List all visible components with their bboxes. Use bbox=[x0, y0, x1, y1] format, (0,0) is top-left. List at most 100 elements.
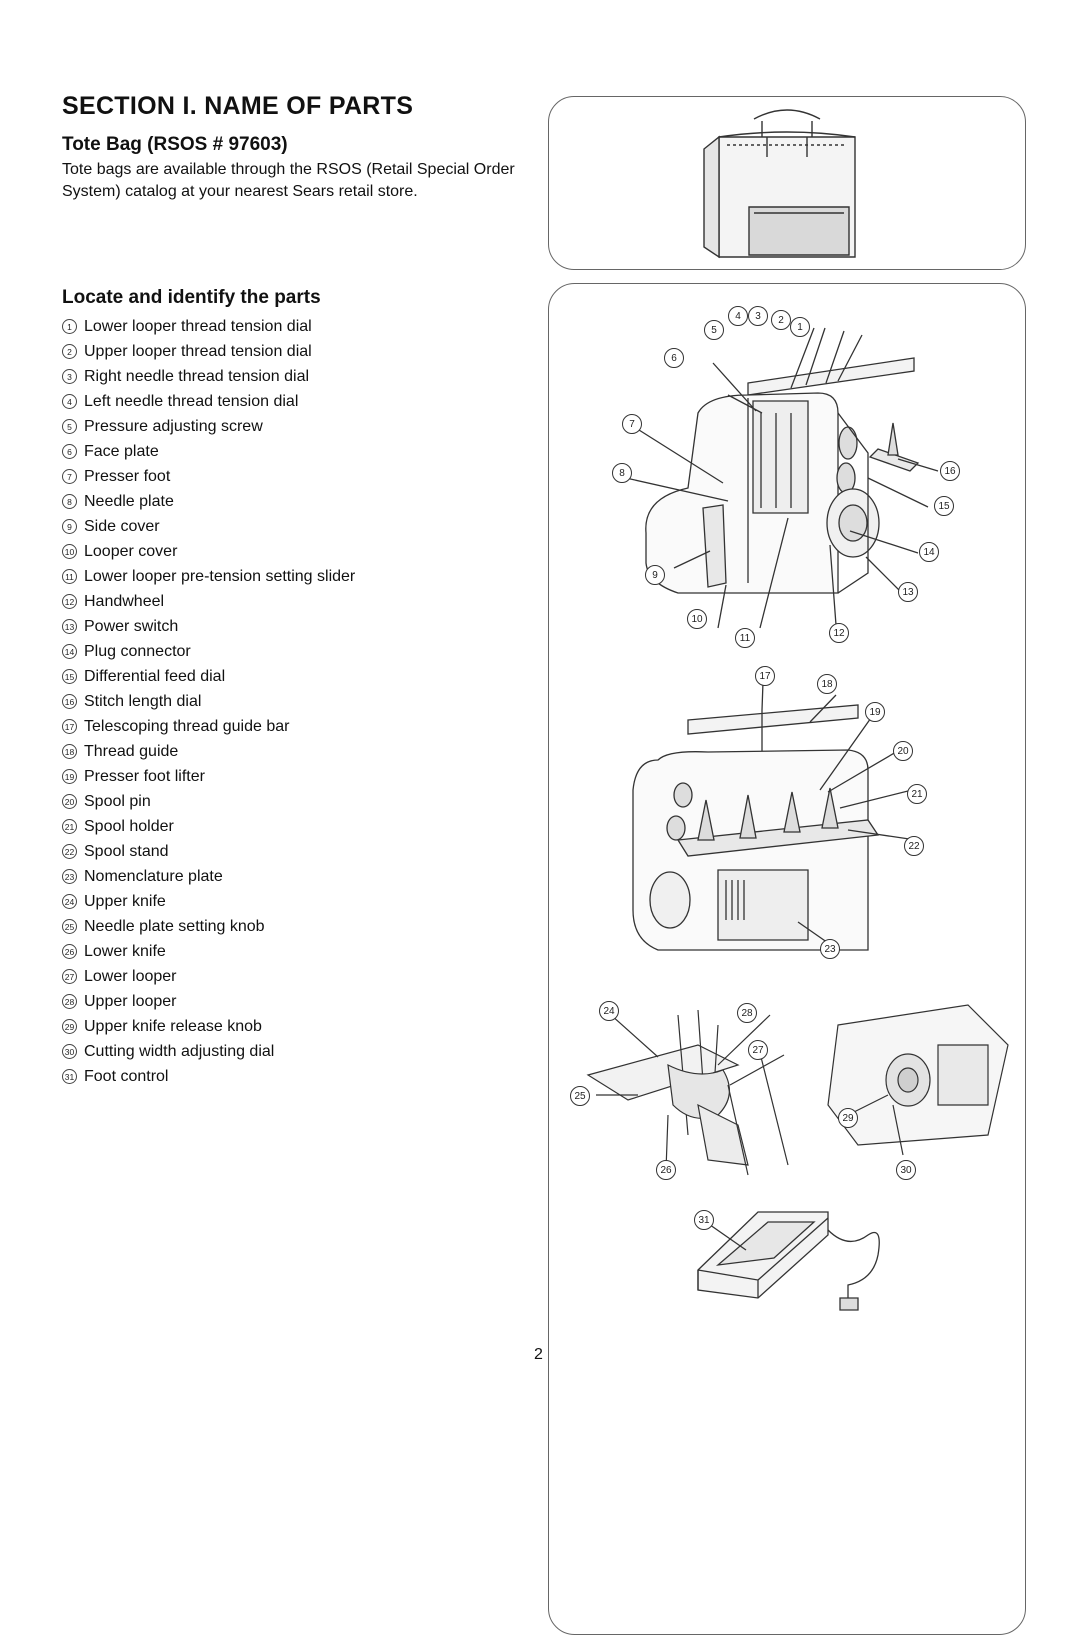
knife-looper-illustration bbox=[586, 1004, 1009, 1176]
callout-13: 13 bbox=[898, 582, 918, 602]
part-item: 7 Presser foot bbox=[62, 464, 355, 489]
callout-6: 6 bbox=[664, 348, 684, 368]
part-label: Presser foot bbox=[84, 468, 171, 485]
part-label: Spool pin bbox=[84, 793, 151, 810]
part-number-badge: 14 bbox=[62, 644, 77, 659]
callout-26: 26 bbox=[656, 1160, 676, 1180]
part-label: Plug connector bbox=[84, 643, 191, 660]
tote-bag-illustration bbox=[703, 109, 856, 259]
tote-bag-heading: Tote Bag (RSOS # 97603) bbox=[62, 134, 288, 155]
part-number-badge: 28 bbox=[62, 994, 77, 1009]
part-label: Left needle thread tension dial bbox=[84, 393, 299, 410]
part-number-badge: 18 bbox=[62, 744, 77, 759]
part-item: 17 Telescoping thread guide bar bbox=[62, 714, 355, 739]
part-label: Cutting width adjusting dial bbox=[84, 1043, 275, 1060]
part-number-badge: 19 bbox=[62, 769, 77, 784]
callout-10: 10 bbox=[687, 609, 707, 629]
callout-24: 24 bbox=[599, 1001, 619, 1021]
part-label: Face plate bbox=[84, 443, 159, 460]
part-number-badge: 15 bbox=[62, 669, 77, 684]
callout-22: 22 bbox=[904, 836, 924, 856]
callout-16: 16 bbox=[940, 461, 960, 481]
part-label: Lower looper bbox=[84, 968, 177, 985]
part-item: 11 Lower looper pre-tension setting slide… bbox=[62, 564, 355, 589]
part-number-badge: 30 bbox=[62, 1044, 77, 1059]
part-number-badge: 6 bbox=[62, 444, 77, 459]
part-label: Lower looper pre-tension setting slider bbox=[84, 568, 356, 585]
part-label: Telescoping thread guide bar bbox=[84, 718, 290, 735]
part-label: Power switch bbox=[84, 618, 179, 635]
callout-1: 1 bbox=[790, 317, 810, 337]
part-item: 5 Pressure adjusting screw bbox=[62, 414, 355, 439]
callout-19: 19 bbox=[865, 702, 885, 722]
callout-27: 27 bbox=[748, 1040, 768, 1060]
part-label: Pressure adjusting screw bbox=[84, 418, 263, 435]
callout-18: 18 bbox=[817, 674, 837, 694]
part-number-badge: 11 bbox=[62, 569, 77, 584]
part-label: Upper knife bbox=[84, 893, 166, 910]
part-number-badge: 29 bbox=[62, 1019, 77, 1034]
part-number-badge: 26 bbox=[62, 944, 77, 959]
foot-control-illustration bbox=[697, 1211, 880, 1311]
callout-30: 30 bbox=[896, 1160, 916, 1180]
part-number-badge: 17 bbox=[62, 719, 77, 734]
callout-7: 7 bbox=[622, 414, 642, 434]
part-item: 15 Differential feed dial bbox=[62, 664, 355, 689]
callout-11: 11 bbox=[735, 628, 755, 648]
part-number-badge: 25 bbox=[62, 919, 77, 934]
part-number-badge: 9 bbox=[62, 519, 77, 534]
part-number-badge: 10 bbox=[62, 544, 77, 559]
part-number-badge: 21 bbox=[62, 819, 77, 834]
tote-bag-description: Tote bags are available through the RSOS… bbox=[62, 161, 515, 200]
part-item: 18 Thread guide bbox=[62, 739, 355, 764]
callout-4: 4 bbox=[728, 306, 748, 326]
callout-12: 12 bbox=[829, 623, 849, 643]
callout-20: 20 bbox=[893, 741, 913, 761]
part-number-badge: 7 bbox=[62, 469, 77, 484]
callout-28: 28 bbox=[737, 1003, 757, 1023]
callout-2: 2 bbox=[771, 310, 791, 330]
part-label: Stitch length dial bbox=[84, 693, 202, 710]
callout-17: 17 bbox=[755, 666, 775, 686]
part-number-badge: 20 bbox=[62, 794, 77, 809]
part-item: 24 Upper knife bbox=[62, 889, 355, 914]
part-item: 30 Cutting width adjusting dial bbox=[62, 1039, 355, 1064]
part-label: Upper looper bbox=[84, 993, 177, 1010]
callout-23: 23 bbox=[820, 939, 840, 959]
part-label: Nomenclature plate bbox=[84, 868, 223, 885]
callout-8: 8 bbox=[612, 463, 632, 483]
part-label: Handwheel bbox=[84, 593, 165, 610]
part-number-badge: 22 bbox=[62, 844, 77, 859]
section-title: SECTION I. NAME OF PARTS bbox=[62, 92, 414, 120]
part-label: Looper cover bbox=[84, 543, 178, 560]
locate-parts-heading: Locate and identify the parts bbox=[62, 287, 321, 308]
callout-9: 9 bbox=[645, 565, 665, 585]
part-label: Lower looper thread tension dial bbox=[84, 318, 312, 335]
part-label: Differential feed dial bbox=[84, 668, 226, 685]
serger-front-illustration bbox=[625, 327, 939, 629]
callout-5: 5 bbox=[704, 320, 724, 340]
part-number-badge: 24 bbox=[62, 894, 77, 909]
part-label: Thread guide bbox=[84, 743, 179, 760]
part-label: Right needle thread tension dial bbox=[84, 368, 310, 385]
part-number-badge: 5 bbox=[62, 419, 77, 434]
part-number-badge: 2 bbox=[62, 344, 77, 359]
part-item: 20 Spool pin bbox=[62, 789, 355, 814]
callout-31: 31 bbox=[694, 1210, 714, 1230]
serger-rear-illustration bbox=[632, 681, 921, 951]
part-number-badge: 31 bbox=[62, 1069, 77, 1084]
